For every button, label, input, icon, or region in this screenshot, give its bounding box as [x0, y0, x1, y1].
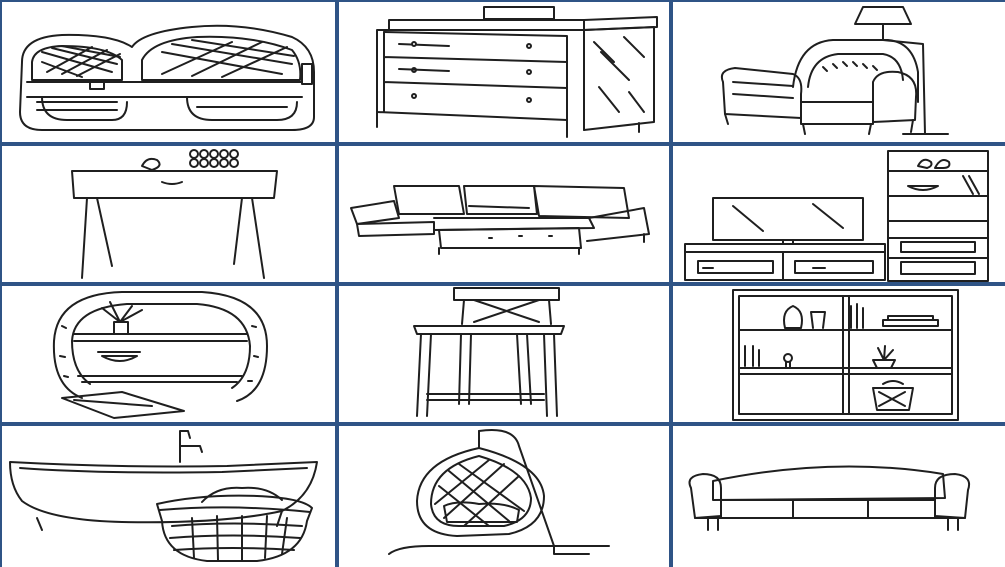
wingback-armchair-with-floor-lamp-icon [720, 6, 949, 135]
cell-bathtub [2, 426, 335, 567]
freestanding-bathtub-with-basket-icon [9, 430, 318, 562]
cell-round-shelf [2, 286, 335, 422]
chest-of-drawers-icon [376, 6, 658, 138]
cell-sofa [673, 426, 1005, 567]
rattan-loveseat-icon [19, 24, 315, 131]
cell-bar-stool [339, 286, 669, 422]
cell-tv-stand [673, 146, 1005, 282]
sofa-icon [688, 465, 971, 531]
cell-open-bookcase [673, 286, 1005, 422]
sectional-sofa-icon [350, 185, 650, 255]
cell-chest-of-drawers [339, 2, 669, 142]
bar-stool-icon [413, 287, 565, 417]
open-bookcase-icon [732, 289, 959, 421]
cell-rattan-loveseat [2, 2, 335, 142]
cell-sectional-sofa [339, 146, 669, 282]
cell-hanging-egg-chair [339, 426, 669, 567]
tv-stand-with-bookcase-icon [684, 150, 989, 282]
cell-console-table [2, 146, 335, 282]
hanging-egg-chair-icon [388, 429, 610, 555]
round-shelf-icon [52, 291, 268, 419]
cell-wingback-armchair [673, 2, 1005, 142]
console-table-icon [71, 149, 278, 279]
